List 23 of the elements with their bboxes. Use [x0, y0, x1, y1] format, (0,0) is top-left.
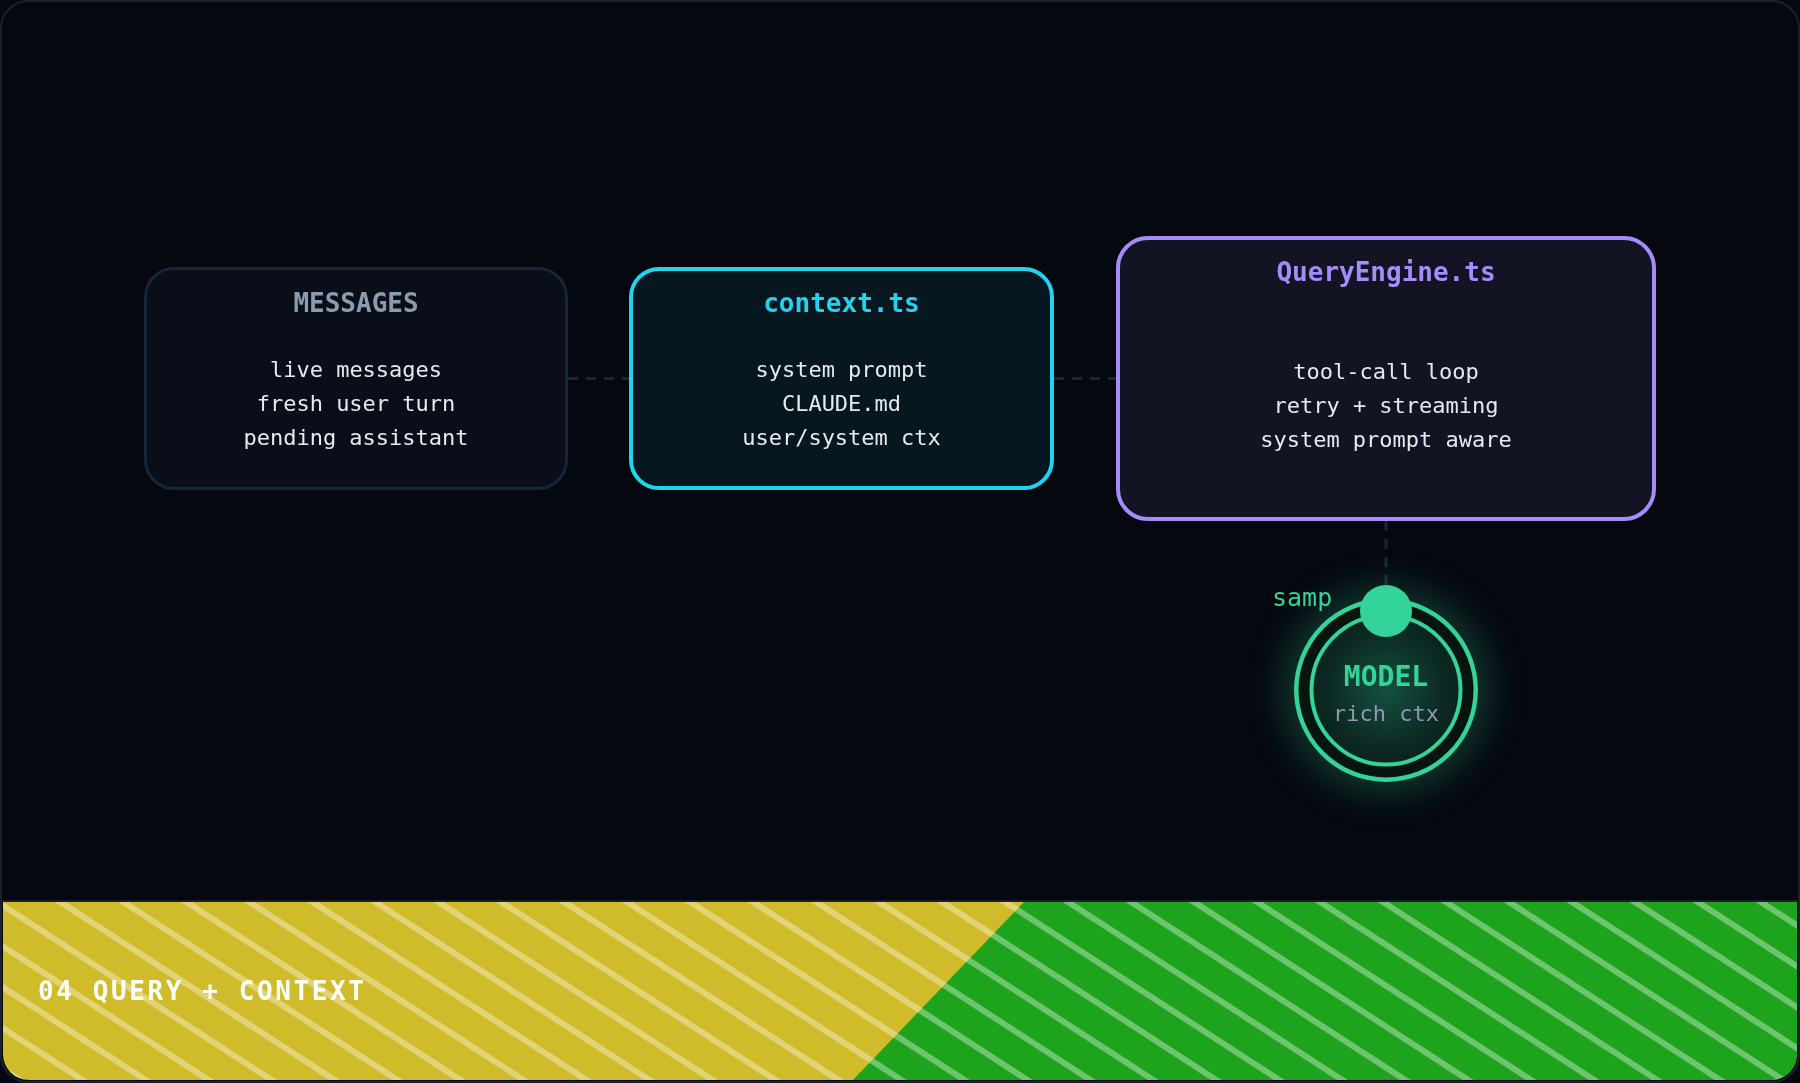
box-item: system prompt [755, 356, 928, 384]
module-box [629, 267, 1054, 490]
module-box [1116, 236, 1656, 521]
section-band [3, 900, 1797, 1080]
box-title: QueryEngine.ts [1276, 256, 1496, 288]
dashed-connector [1054, 377, 1116, 380]
box-title: context.ts [763, 287, 920, 319]
model-title: MODEL [1343, 660, 1429, 694]
box-item: system prompt aware [1260, 426, 1512, 454]
box-item: retry + streaming [1273, 392, 1499, 420]
box-item: pending assistant [243, 424, 469, 452]
box-item: CLAUDE.md [781, 390, 902, 418]
box-item: fresh user turn [256, 390, 456, 418]
connector-label: samp [1272, 585, 1333, 611]
box-item: live messages [269, 356, 443, 384]
section-title: 04 QUERY + CONTEXT [38, 975, 367, 1007]
box-item: tool-call loop [1293, 358, 1479, 386]
module-box [144, 267, 568, 490]
box-item: user/system ctx [742, 424, 941, 452]
model-subtitle: rich ctx [1333, 700, 1439, 728]
box-title: MESSAGES [293, 287, 419, 319]
dashed-connector [1384, 521, 1388, 585]
dashed-connector [568, 377, 629, 380]
